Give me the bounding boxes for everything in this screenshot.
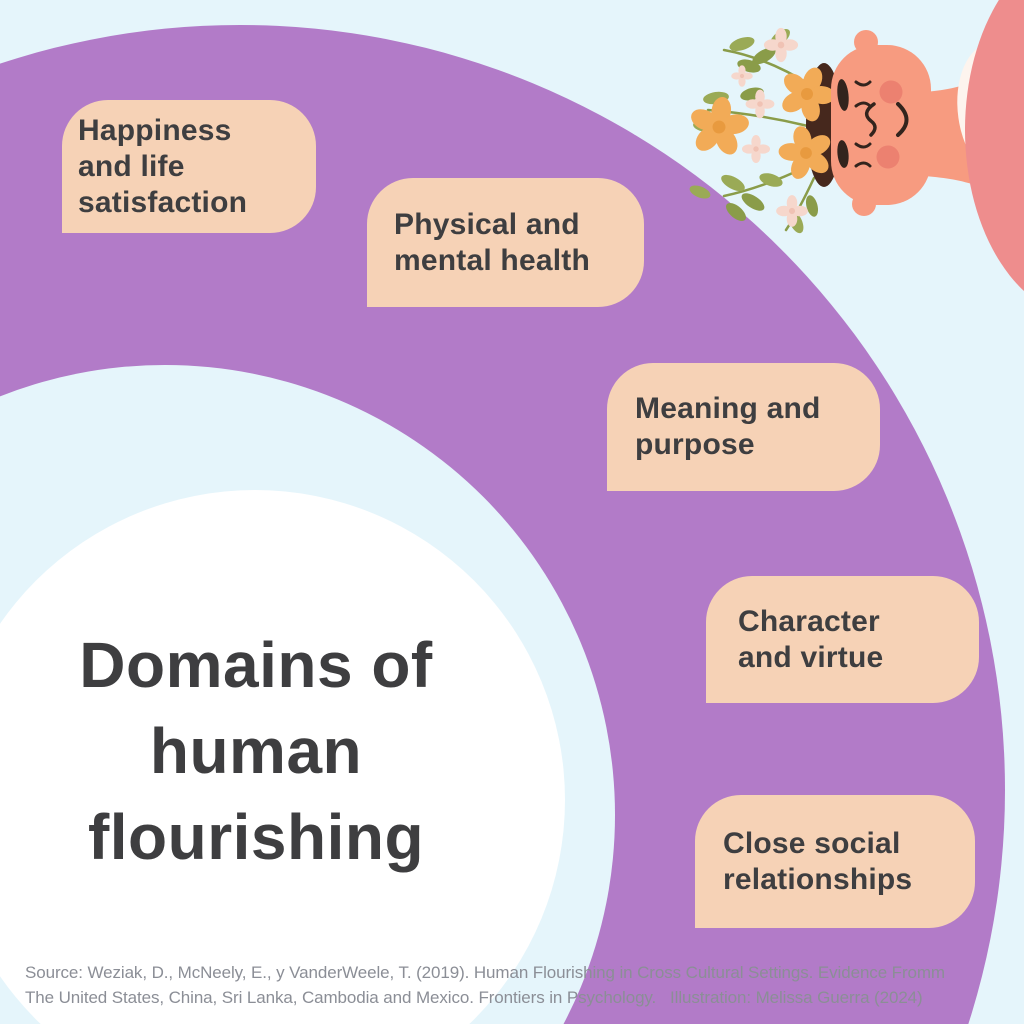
face bbox=[831, 30, 931, 216]
eyelash bbox=[854, 161, 872, 168]
bubble-label-line: Meaning and bbox=[635, 392, 821, 425]
title-circle bbox=[0, 490, 565, 1024]
bubble-label-line: and virtue bbox=[738, 640, 884, 674]
domain-bubble-close-social-relationships: Close social relationships bbox=[695, 795, 975, 928]
bubble-label-line: satisfaction bbox=[78, 185, 248, 219]
bubble-label-line: mental health bbox=[394, 243, 590, 277]
title-line: Domains of bbox=[79, 629, 433, 701]
nose bbox=[864, 102, 877, 137]
page-title: Domains of human flourishing bbox=[0, 622, 512, 880]
bubble-label-line: and life bbox=[78, 149, 185, 183]
bubble-label-line: purpose bbox=[635, 428, 755, 461]
bubble-label-line: Character bbox=[738, 604, 880, 638]
bubble-label-line: Physical and bbox=[394, 207, 580, 241]
head-shape bbox=[831, 45, 931, 205]
eyelash bbox=[854, 142, 872, 149]
title-line: flourishing bbox=[87, 801, 425, 873]
closed-eye-left bbox=[837, 79, 849, 111]
bubble-label-line: relationships bbox=[723, 862, 913, 896]
eyelash bbox=[854, 80, 872, 87]
source-citation: Source: Weziak, D., McNeely, E., y Vande… bbox=[25, 961, 985, 1010]
title-line: human bbox=[149, 715, 363, 787]
shoulder-body bbox=[965, 0, 1024, 291]
bubble-label-line: Happiness bbox=[78, 113, 232, 147]
domain-bubble-character-virtue: Character and virtue bbox=[706, 576, 979, 703]
closed-eye-right bbox=[837, 140, 849, 168]
source-line: The United States, China, Sri Lanka, Cam… bbox=[25, 987, 923, 1007]
domain-bubble-meaning-purpose: Meaning and purpose bbox=[607, 363, 880, 491]
bubble-label-line: Close social bbox=[723, 826, 901, 860]
domain-bubble-happiness: Happiness and life satisfaction bbox=[62, 100, 316, 233]
cheek bbox=[876, 145, 900, 169]
head-with-flowers-illustration bbox=[683, 0, 1024, 291]
domain-bubble-physical-mental-health: Physical and mental health bbox=[367, 178, 644, 307]
eyelash bbox=[854, 101, 872, 108]
source-line: Source: Weziak, D., McNeely, E., y Vande… bbox=[25, 963, 945, 982]
cheek bbox=[879, 80, 903, 104]
smiling-mouth bbox=[896, 102, 909, 137]
